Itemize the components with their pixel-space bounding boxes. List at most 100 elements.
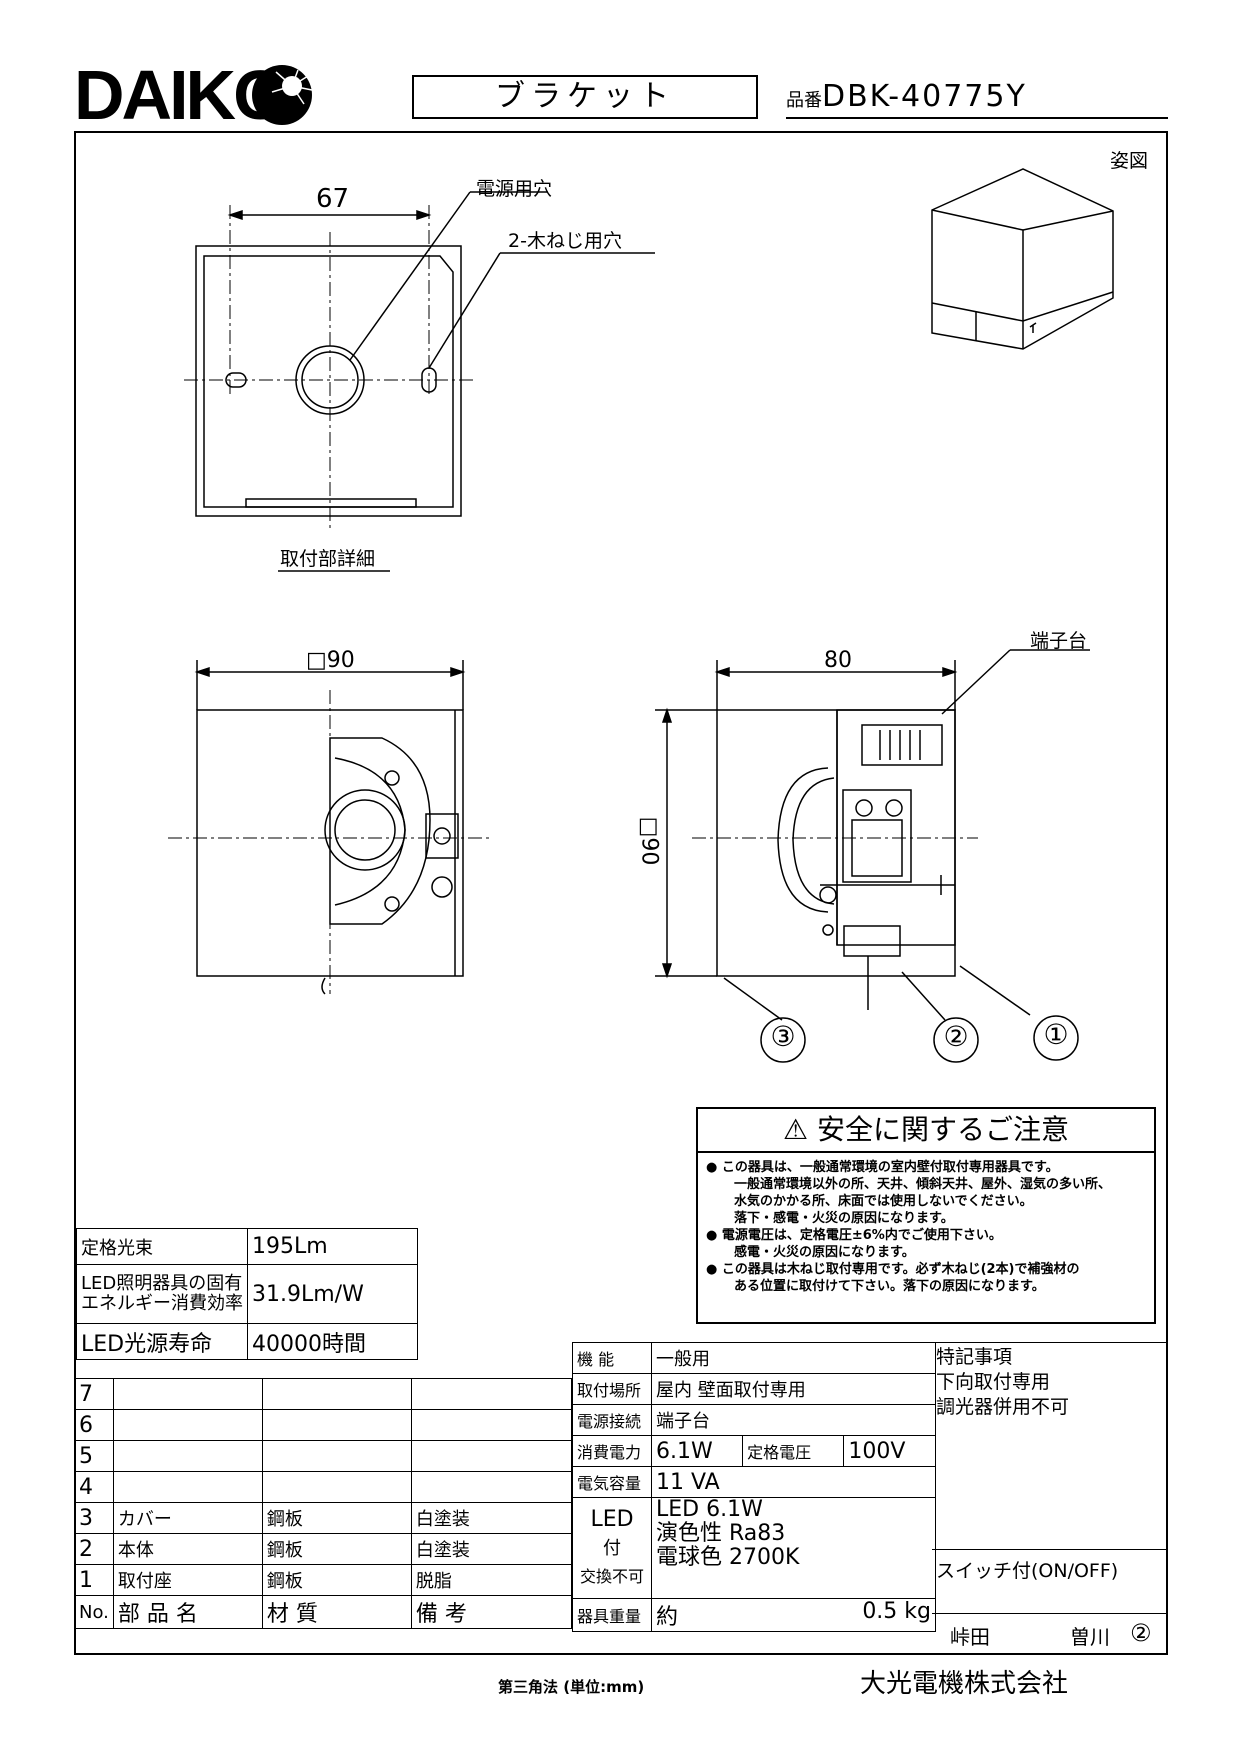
projection-note: 第三角法 (単位:mm) [498,1678,645,1696]
weight-label: 器具重量 [572,1598,652,1632]
place-label: 取付場所 [572,1373,652,1405]
safety-line: 感電・火災の原因になります。 [734,1245,915,1260]
parts-note: 白塗装 [410,1533,573,1565]
isometric-view [931,168,1114,350]
notes-title: 特記事項 [936,1346,1013,1368]
safety-title: ⚠ 安全に関するご注意 [698,1109,1154,1153]
parts-note: 白塗装 [410,1502,573,1534]
notes-line2: 調光器併用不可 [936,1396,1070,1418]
parts-row: 7 [74,1378,573,1410]
parts-no: 5 [74,1440,114,1472]
volt-value: 100V [843,1435,936,1467]
parts-row: 4 [74,1471,573,1503]
parts-name [112,1440,263,1472]
safety-line: 一般通常環境以外の所、天井、傾斜天井、屋外、湿気の多い所、 [734,1177,1112,1192]
parts-name [112,1471,263,1503]
notes-switch: スイッチ付(ON/OFF) [932,1549,1168,1603]
parts-note [410,1409,573,1441]
efficiency-label: LED照明器具の固有エネルギー消費効率 [76,1264,248,1324]
va-value: 11 VA [651,1466,936,1498]
side-view [655,649,1090,1063]
parts-header-no: No. [74,1595,114,1629]
life-value: 40000時間 [247,1323,418,1360]
parts-row: 5 [74,1440,573,1472]
parts-no: 3 [74,1502,114,1534]
parts-material [261,1440,412,1472]
mount-detail-caption: 取付部詳細 [280,548,376,570]
parts-material: 鋼板 [261,1502,412,1534]
life-label: LED光源寿命 [76,1323,248,1360]
parts-no: 2 [74,1533,114,1565]
dim-side-depth: 80 [824,648,852,673]
parts-material [261,1409,412,1441]
dim-front-width: □90 [306,648,355,673]
safety-notice: ⚠ 安全に関するご注意 ● この器具は、一般通常環境の室内壁付取付専用器具です。… [696,1107,1156,1324]
va-label: 電気容量 [572,1466,652,1498]
dim-side-height: □90 [636,816,662,866]
sign-name-2: 曽川 [1070,1625,1110,1649]
volt-label: 定格電圧 [742,1435,845,1467]
notes-line1: 下向取付専用 [936,1371,1051,1393]
weight-value: 約 0.5 kg [651,1598,936,1632]
flux-label: 定格光束 [76,1228,248,1265]
logo-sun-icon [252,65,313,125]
sign-name-1: 峠田 [950,1625,990,1649]
efficiency-value: 31.9Lm/W [247,1264,418,1324]
parts-name [112,1378,263,1410]
front-view [168,660,492,995]
parts-header-note: 備 考 [410,1595,573,1629]
callout-3: ③ [770,1020,796,1053]
parts-note [410,1440,573,1472]
parts-material: 鋼板 [261,1533,412,1565]
parts-header-material: 材 質 [261,1595,412,1629]
label-power-hole: 電源用穴 [476,178,553,200]
safety-line: 水気のかかる所、床面では使用しないでください。 [734,1194,1033,1209]
model-number: 品番DBK-40775Y [786,79,1027,114]
dim-mount-width: 67 [316,184,350,214]
notes-box: 特記事項 下向取付専用 調光器併用不可 スイッチ付(ON/OFF) [932,1342,1168,1614]
parts-no: 6 [74,1409,114,1441]
view-label: 姿図 [1110,150,1149,172]
parts-note [410,1378,573,1410]
product-title: ブラケット [412,75,758,119]
power-label: 電源接続 [572,1404,652,1436]
company-name: 大光電機株式会社 [860,1669,1069,1699]
revision-mark: ② [1130,1619,1152,1647]
safety-line: ある位置に取付けて下さい。落下の原因になります。 [734,1279,1045,1294]
drawing-frame [74,131,1168,1655]
callout-1: ① [1043,1018,1069,1051]
callout-2: ② [943,1020,969,1053]
safety-line: ● この器具は木ねじ取付専用です。必ず木ねじ(2本)で補強材の [706,1262,1080,1277]
flux-value: 195Lm [247,1228,418,1265]
parts-material: 鋼板 [261,1564,412,1596]
parts-name: 本体 [112,1533,263,1565]
parts-header-name: 部 品 名 [112,1595,263,1629]
power-value: 端子台 [651,1404,936,1436]
watt-label: 消費電力 [572,1435,652,1467]
parts-no: 1 [74,1564,114,1596]
safety-line: ● 電源電圧は、定格電圧±6%内でご使用下さい。 [706,1228,1002,1243]
safety-line: 落下・感電・火災の原因になります。 [734,1211,954,1226]
func-value: 一般用 [651,1342,936,1374]
parts-material [261,1378,412,1410]
parts-note [410,1471,573,1503]
label-screw-hole: 2-木ねじ用穴 [508,230,622,252]
parts-name: カバー [112,1502,263,1534]
parts-material [261,1471,412,1503]
parts-no: 7 [74,1378,114,1410]
parts-note: 脱脂 [410,1564,573,1596]
parts-name: 取付座 [112,1564,263,1596]
safety-body: ● この器具は、一般通常環境の室内壁付取付専用器具です。一般通常環境以外の所、天… [698,1153,1154,1295]
label-terminal: 端子台 [1030,630,1088,652]
warning-icon: ⚠ [782,1113,809,1146]
model-underline [786,117,1168,119]
